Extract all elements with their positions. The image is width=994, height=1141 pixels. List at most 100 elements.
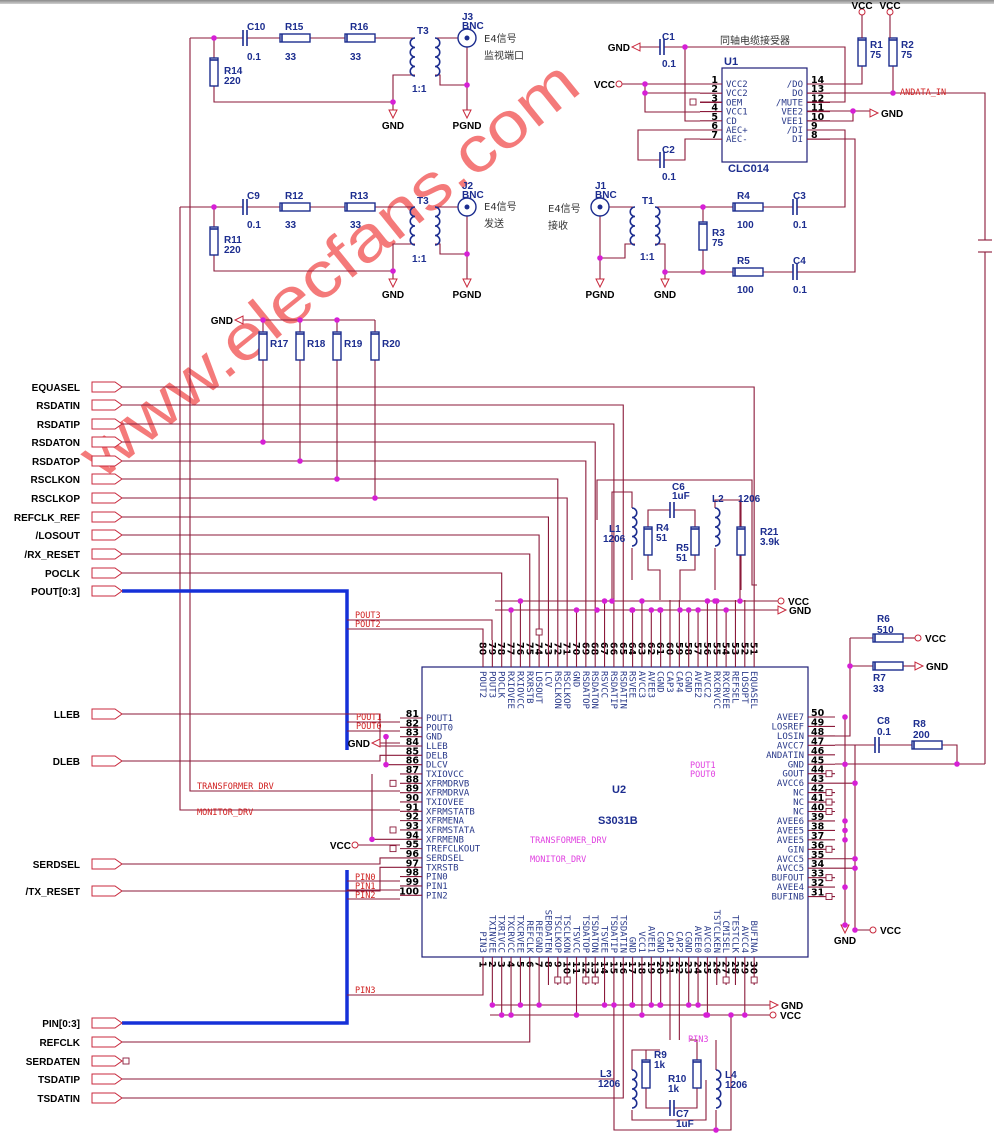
port-arrow-icon: [91, 399, 123, 411]
wire: [644, 93, 700, 113]
power-symbol-gnd: GND: [382, 109, 404, 132]
port-tsdatip: TSDATIP: [38, 1073, 123, 1086]
junction-dot: [498, 1012, 505, 1018]
pin-name: POUT2: [477, 671, 487, 698]
pin-number: 29: [738, 961, 749, 974]
transformer-secondary: [654, 206, 661, 246]
resistor-symbol: [344, 33, 376, 43]
power-label: VCC: [788, 597, 809, 608]
power-symbol-gnd: GND: [777, 605, 811, 617]
pin-name: RXIOVEE: [505, 671, 515, 709]
junction-dot: [642, 81, 648, 87]
watermark: www.elecfans.com: [64, 45, 592, 492]
junction-dot: [842, 761, 848, 768]
junction-dot: [648, 1002, 655, 1008]
pin-name: XFRMENB: [426, 835, 464, 845]
wire: [807, 129, 846, 208]
wire: [644, 84, 700, 94]
resistor-symbol: [698, 221, 708, 251]
pin-name: RXCRVCC: [711, 671, 721, 709]
pin-name: LOSOUT: [533, 671, 543, 704]
net-label: POUT1: [356, 713, 382, 723]
connector-note: E4信号: [484, 33, 517, 45]
no-connect-marker: [722, 976, 730, 984]
pin-name: DELB: [426, 751, 448, 761]
pin-number: 1: [711, 75, 718, 86]
net-label: MONITOR_DRV: [197, 808, 253, 818]
pin-name: GND: [426, 733, 442, 743]
pin-name: XFRMSTATB: [426, 807, 475, 817]
port-label: DLEB: [53, 757, 80, 768]
connector-note: 接收: [548, 219, 568, 232]
wire: [835, 638, 851, 737]
power-label: GND: [382, 290, 404, 301]
pin-name: RSCLKON: [552, 671, 562, 709]
pin-name: XFRMDRVB: [426, 779, 469, 789]
pin-number: 10: [561, 961, 572, 975]
pin-number: 88: [406, 774, 420, 785]
junction-dot: [489, 1002, 496, 1008]
no-connect-marker: [563, 976, 571, 984]
connector-note: E4信号: [484, 201, 517, 213]
u1-part-number: CLC014: [728, 163, 770, 175]
power-symbol-gnd: GND: [382, 278, 404, 301]
junction-dot: [464, 251, 470, 257]
wire: [392, 243, 415, 279]
power-symbol-vcc: VCC: [851, 1, 873, 16]
port-arrow-icon: [91, 1017, 123, 1029]
wire: [674, 1088, 698, 1109]
wire: [664, 138, 700, 161]
pin-name: AVEE5: [777, 826, 804, 836]
resistor-symbol: [295, 331, 305, 361]
component-ref: C8: [877, 716, 890, 727]
pin-name: REFSEL: [729, 671, 739, 704]
pin-name: CGND: [683, 931, 693, 953]
wire: [600, 243, 635, 259]
pin-name: TSDATOP: [580, 915, 590, 954]
component-ref: R10: [668, 1074, 687, 1085]
pin-name: BUFOUT: [771, 874, 804, 884]
pin-number: 80: [477, 642, 488, 656]
pin-name: AVEE4: [777, 883, 804, 893]
power-label: GND: [781, 1001, 803, 1012]
component-ref: R8: [913, 719, 926, 730]
resistor-symbol: [258, 331, 268, 361]
pin-name: XFRMDRVA: [426, 789, 470, 799]
power-symbol-vcc: VCC: [914, 634, 946, 645]
u2-ref: U2: [612, 784, 626, 796]
port-arrow-icon: [91, 708, 123, 720]
pin-number: 25: [701, 961, 712, 974]
pin-name: GOUT: [782, 770, 804, 780]
pin-name: NC: [793, 789, 804, 799]
component-ref: R5: [737, 256, 750, 267]
port-label: RSDATIP: [37, 420, 80, 431]
net-label: PIN2: [355, 891, 375, 901]
power-label: VCC: [780, 1011, 801, 1022]
pin-number: 24: [692, 961, 703, 975]
resistor-symbol: [736, 526, 746, 556]
component-ref: C6: [672, 482, 685, 493]
wire: [684, 47, 700, 122]
resistor-symbol: [872, 633, 904, 643]
wire: [347, 985, 484, 996]
power-symbol-pgnd: PGND: [453, 278, 481, 301]
pin-number: 19: [645, 961, 656, 974]
bus-line: [122, 870, 349, 1025]
power-label: GND: [834, 936, 856, 947]
pin-number: 30: [748, 961, 759, 975]
component-value: 75: [870, 50, 882, 61]
pin-number: 6: [711, 121, 718, 132]
power-label: PGND: [586, 290, 615, 301]
wire: [347, 628, 484, 640]
pin-name: BUFINB: [771, 893, 804, 903]
pin-number: 3: [495, 961, 506, 968]
pin-name: RSVCC: [599, 671, 609, 698]
resistor-symbol: [344, 202, 376, 212]
no-connect-marker: [122, 1057, 130, 1065]
port-label: SERDSEL: [33, 860, 80, 871]
